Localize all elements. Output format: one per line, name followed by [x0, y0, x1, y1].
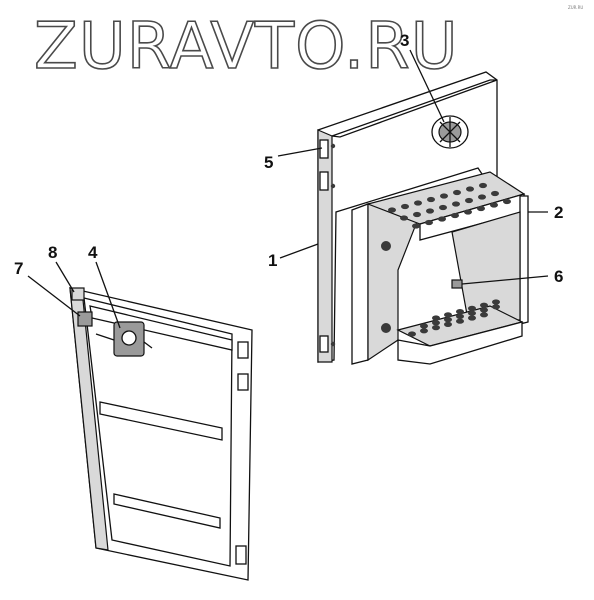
tread-hole: [444, 312, 452, 318]
tread-hole-pattern: [388, 182, 511, 337]
tread-hole: [490, 202, 498, 208]
tread-hole: [464, 209, 472, 215]
callout-2: 2: [554, 203, 563, 222]
step-panel-assembly: [317, 71, 529, 365]
tread-hole: [413, 211, 421, 218]
tread-hole: [456, 318, 464, 324]
tread-hole: [492, 299, 500, 305]
callout-7: 7: [14, 259, 23, 278]
step-frame: [351, 171, 529, 365]
tread-hole: [438, 216, 446, 222]
tread-hole: [427, 196, 435, 203]
tread-hole: [432, 325, 440, 331]
fixing-bolt: [451, 279, 463, 289]
tread-hole: [432, 320, 440, 326]
bolt-hole: [330, 183, 336, 189]
tread-hole: [468, 305, 476, 311]
door-latch: [77, 311, 93, 327]
watermark-text: ZURAVTO.RU: [34, 10, 459, 84]
tread-hole: [456, 309, 464, 315]
upper-bracket: [319, 139, 329, 159]
back-panel-top-edge: [331, 79, 498, 138]
callout-8: 8: [48, 243, 57, 262]
hinge: [235, 545, 247, 565]
mount-hole: [381, 241, 391, 251]
door-frame-assembly: [69, 287, 253, 581]
door-lock: [95, 321, 153, 357]
tread-hole: [480, 312, 488, 318]
lower-rail: [113, 493, 221, 529]
tread-hole: [468, 310, 476, 316]
tread-hole: [400, 215, 408, 221]
tread-hole: [408, 331, 416, 337]
back-panel-edge: [317, 129, 333, 363]
tread-hole: [439, 204, 447, 211]
tread-hole: [468, 315, 476, 321]
callout-6: 6: [554, 267, 563, 286]
tread-hole: [401, 203, 409, 210]
tread-hole: [466, 186, 474, 192]
tread-hole: [491, 190, 499, 197]
tread-hole: [451, 212, 459, 219]
tread-hole: [456, 313, 464, 319]
callout-labels: 1 2 3 4 5 6 7 8: [14, 31, 563, 286]
tread-hole: [453, 189, 461, 196]
tread-hole: [465, 197, 473, 204]
callout-5: 5: [264, 153, 273, 172]
tread-hole: [478, 194, 486, 200]
step-side-right: [519, 195, 529, 325]
handwheel: [431, 115, 469, 149]
hinge: [237, 341, 249, 359]
seal-bracket: [71, 287, 85, 301]
tread-hole: [426, 208, 434, 214]
bolt-hole: [330, 341, 336, 347]
tread-hole: [440, 193, 448, 199]
tread-hole: [412, 223, 420, 229]
tread-hole: [480, 307, 488, 313]
tread-hole: [420, 323, 428, 329]
tread-hole: [444, 321, 452, 327]
bolt-hole: [330, 143, 336, 149]
tread-hole: [432, 315, 440, 321]
mount-hole: [381, 323, 391, 333]
tread-hole: [480, 302, 488, 308]
middle-rail: [99, 401, 223, 441]
hinge: [237, 373, 249, 391]
tread-hole: [444, 317, 452, 323]
corner-mark-text: ZUR.RU: [568, 5, 583, 10]
tread-hole: [425, 219, 433, 226]
lower-tread-front: [397, 321, 523, 365]
mid-bracket: [319, 171, 329, 191]
leader-lines: [27, 49, 549, 329]
tread-hole: [492, 304, 500, 310]
callout-1: 1: [268, 251, 277, 270]
tread-hole: [452, 201, 460, 207]
tread-hole: [420, 328, 428, 334]
tread-hole: [414, 200, 422, 206]
tread-hole: [503, 198, 511, 205]
tread-hole: [388, 207, 396, 213]
step-side-left: [351, 203, 369, 365]
step-inner-wall: [451, 211, 521, 321]
lower-bracket: [319, 335, 329, 353]
tread-hole: [477, 205, 485, 212]
callout-4: 4: [88, 243, 98, 262]
tread-hole: [479, 182, 487, 189]
callout-3: 3: [400, 31, 409, 50]
